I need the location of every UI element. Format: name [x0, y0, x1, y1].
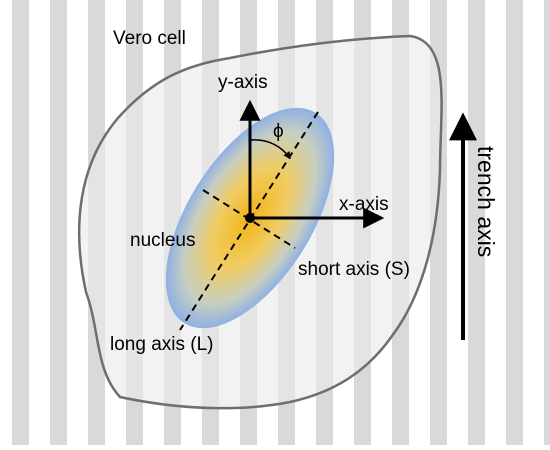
cell-outline — [77, 34, 443, 410]
trench-axis-label: trench axis — [473, 146, 499, 257]
cell-trench-stripe — [354, 36, 371, 409]
angle-arc — [249, 139, 291, 160]
y-axis-label: y-axis — [218, 72, 268, 93]
trench-stripe — [12, 0, 29, 445]
nucleus-center-dot — [245, 213, 255, 223]
cell-trench-stripe — [316, 36, 333, 409]
long-axis-label: long axis (L) — [110, 334, 214, 355]
short-axis-label: short axis (S) — [298, 259, 410, 280]
trench-stripe — [544, 0, 550, 445]
trench-stripe — [506, 0, 523, 445]
trench-stripe — [50, 0, 67, 445]
cell-label: Vero cell — [113, 28, 186, 49]
x-axis-label: x-axis — [339, 194, 389, 215]
angle-label: ϕ — [273, 121, 284, 142]
nucleus-label: nucleus — [130, 230, 196, 251]
trench-stripe — [468, 0, 485, 445]
cell-trench-stripe — [126, 36, 143, 409]
